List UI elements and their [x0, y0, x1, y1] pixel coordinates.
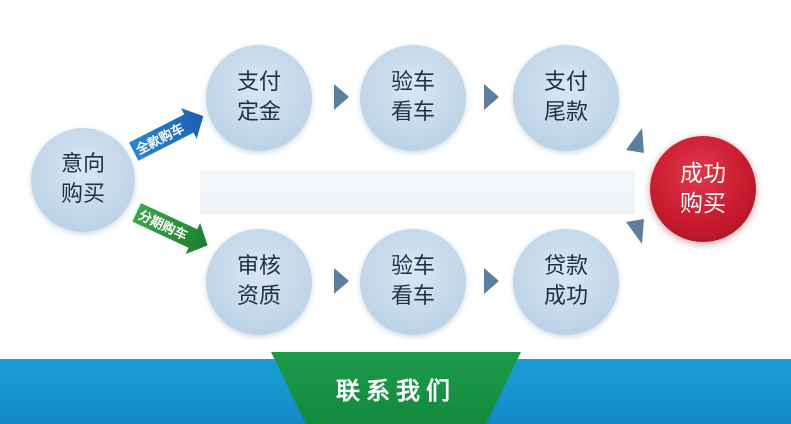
inspect-car-bottom-node: 验车 看车 [360, 229, 466, 335]
review-line2: 资质 [236, 284, 281, 309]
intent-to-buy-node: 意向 购买 [31, 128, 135, 232]
top-to-end-connector [626, 128, 644, 153]
review-line1: 审核 [236, 254, 281, 279]
bottom-to-end-connector [626, 219, 644, 244]
pay-balance-line2: 尾款 [543, 100, 588, 125]
purchase-success-node: 成功 购买 [650, 136, 756, 242]
pay-deposit-line1: 支付 [236, 70, 281, 95]
pay-balance-node: 支付 尾款 [513, 45, 619, 151]
intent-line1: 意向 [60, 152, 105, 177]
inspect-bottom-line2: 看车 [390, 284, 435, 309]
pay-deposit-node: 支付 定金 [206, 45, 312, 151]
inspect-top-line2: 看车 [390, 100, 435, 125]
bottom-connector-1 [334, 268, 349, 294]
inspect-bottom-line1: 验车 [390, 254, 435, 279]
contact-us-tab[interactable] [271, 352, 521, 424]
inspect-top-line1: 验车 [390, 70, 435, 95]
loan-line2: 成功 [543, 284, 588, 309]
full-payment-arrow: 全款购车 [126, 105, 206, 163]
intent-line2: 购买 [60, 182, 105, 207]
loan-line1: 贷款 [543, 254, 588, 279]
pay-deposit-line2: 定金 [236, 100, 281, 125]
review-qualification-node: 审核 资质 [206, 229, 312, 335]
pay-balance-line1: 支付 [543, 70, 588, 95]
bottom-connector-2 [484, 268, 499, 294]
success-line1: 成功 [680, 161, 726, 187]
contact-us-button[interactable]: 联系我们 [336, 375, 456, 405]
success-line2: 购买 [680, 191, 726, 217]
loan-approved-node: 贷款 成功 [513, 229, 619, 335]
inspect-car-top-node: 验车 看车 [360, 45, 466, 151]
installment-arrow: 分期购车 [130, 201, 210, 257]
top-connector-1 [334, 84, 349, 110]
top-connector-2 [484, 84, 499, 110]
background-band [200, 170, 635, 214]
